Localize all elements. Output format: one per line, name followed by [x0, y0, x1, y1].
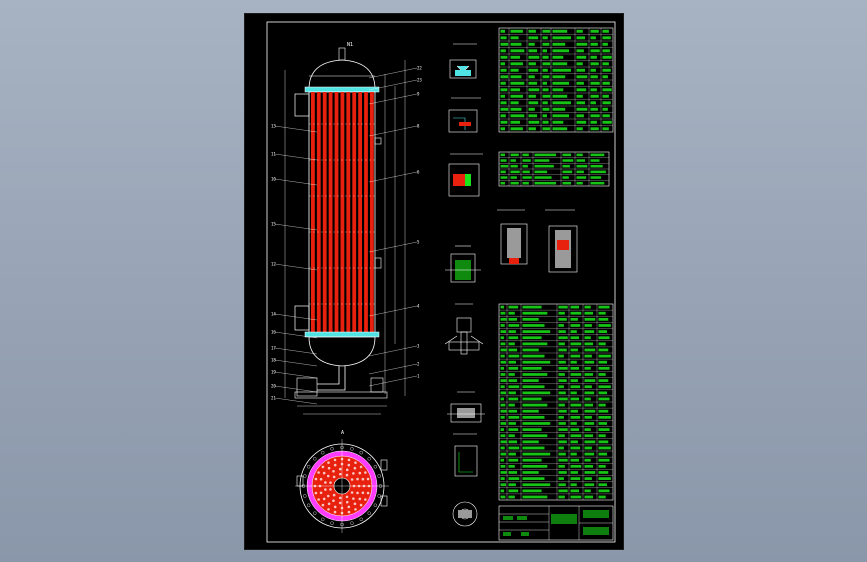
part-number-label: 15 — [271, 222, 276, 227]
part-number-label: 20 — [271, 384, 276, 389]
drawing-sheet[interactable]: N1 — [244, 13, 624, 550]
part-number-label: 21 — [271, 396, 276, 401]
bottom-tube-sheet — [304, 331, 380, 338]
part-number-label: 6 — [417, 170, 420, 175]
part-number-label: 5 — [417, 240, 420, 245]
drawing-canvas: N1 — [266, 21, 616, 543]
drawing-frame — [266, 21, 616, 543]
part-number-label: 16 — [271, 330, 276, 335]
detail-views — [444, 43, 578, 527]
part-number-label: 4 — [417, 304, 420, 309]
heat-tube — [311, 92, 315, 332]
heat-tube — [322, 92, 327, 332]
part-number-label: 8 — [417, 124, 420, 129]
view-a-label: A — [341, 430, 344, 436]
part-number-label: 10 — [271, 177, 276, 182]
heat-tube — [370, 92, 374, 332]
part-number-label: 19 — [271, 370, 276, 375]
part-number-label: 3 — [417, 344, 420, 349]
part-number-label: 23 — [417, 78, 422, 83]
right-nozzle — [374, 257, 382, 269]
bottom-outlet-pipe — [317, 366, 346, 391]
part-number-label: 9 — [417, 92, 420, 97]
heat-tube — [316, 92, 321, 332]
part-number-label: 14 — [271, 312, 276, 317]
part-number-label: 17 — [271, 346, 276, 351]
part-number-label: 18 — [271, 358, 276, 363]
section-view-a: A — [295, 430, 389, 533]
shell-tag: N1 — [347, 42, 353, 48]
part-number-label: 22 — [417, 66, 422, 71]
heat-tube — [340, 92, 345, 332]
part-number-label: 13 — [271, 124, 276, 129]
heat-tube — [328, 92, 333, 332]
part-number-label: 12 — [271, 262, 276, 267]
top-head — [308, 59, 376, 90]
heat-tube — [352, 92, 357, 332]
heat-tube — [364, 92, 368, 332]
part-number-label: 11 — [271, 152, 276, 157]
part-number-label: 2 — [417, 362, 420, 367]
heat-tube — [358, 92, 362, 332]
left-lower-nozzle — [294, 305, 310, 331]
heat-exchanger-elevation: N1 — [271, 42, 422, 415]
tube-bundle — [309, 92, 375, 332]
left-upper-nozzle — [294, 93, 310, 117]
bottom-head — [308, 336, 376, 367]
part-number-label: 1 — [417, 374, 420, 379]
top-nozzle — [338, 47, 346, 61]
heat-tube — [346, 92, 351, 332]
heat-tube — [334, 92, 339, 332]
base-ring — [294, 391, 388, 399]
top-tube-sheet — [304, 86, 380, 93]
tables — [498, 27, 614, 541]
